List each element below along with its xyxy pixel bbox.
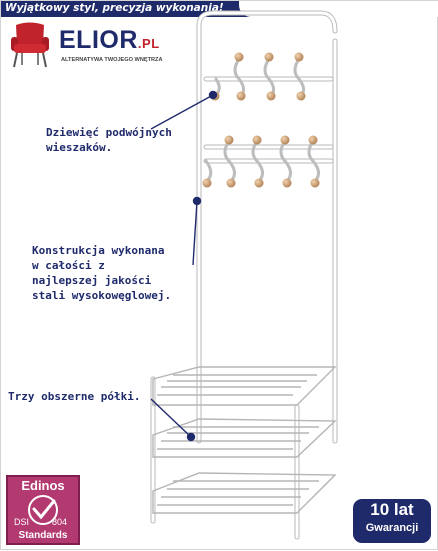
edinos-number: 804 (52, 517, 68, 527)
edinos-title: Edinos (21, 478, 65, 493)
guarantee-badge: 10 lat Gwarancji (353, 499, 431, 543)
red-armchair-icon (11, 22, 49, 68)
callout-hooks: Dziewięć podwójnych wieszaków. (46, 125, 172, 155)
brand-logo[interactable]: ELIOR.PL ALTERNATYWA TWOJEGO WNĘTRZA (7, 21, 177, 69)
guarantee-years: 10 lat (370, 500, 414, 519)
guarantee-label: Gwarancji (365, 522, 419, 534)
callout-frame: Konstrukcja wykonana w całości z najlepsze… (32, 243, 171, 303)
checkmark-icon (28, 495, 58, 525)
edinos-standards: Standards (18, 530, 68, 541)
callout-line: Trzy obszerne półki. (8, 390, 141, 403)
callout-line: Dziewięć podwójnych (46, 126, 172, 139)
callout-line: stali wysokowęglowej. (32, 289, 172, 302)
banner-text: Wyjątkowy styl, precyzja wykonania! (5, 2, 224, 14)
edinos-standards-badge: Edinos DSI 804 Standards (6, 475, 80, 545)
callout-line: wieszaków. (46, 141, 113, 154)
brand-name: ELIOR.PL (59, 26, 160, 54)
callout-shelves: Trzy obszerne półki. (8, 389, 140, 404)
brand-tagline: ALTERNATYWA TWOJEGO WNĘTRZA (61, 57, 163, 63)
callout-line: Konstrukcja wykonana (32, 244, 165, 257)
callout-line: w całości z (32, 259, 105, 272)
callout-line: najlepszej jakości (32, 274, 152, 287)
edinos-dsi: DSI (14, 517, 30, 527)
